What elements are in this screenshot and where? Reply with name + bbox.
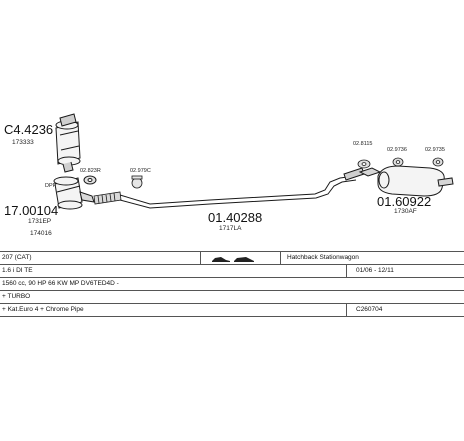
gasket-drawing <box>83 175 97 185</box>
middle-pipe-code: 1717LA <box>219 225 242 232</box>
clamp-number: 02.979C <box>130 168 151 174</box>
body-types: Hatchback Stationwagon <box>287 254 359 261</box>
hanger-1-number: 02.8115 <box>353 141 373 147</box>
gasket-number: 02.823R <box>80 168 101 174</box>
catalytic-converter-drawing <box>55 113 81 173</box>
aspiration: + TURBO <box>2 293 31 300</box>
table-row: 207 (CAT) Hatchback Stationwagon <box>0 251 464 265</box>
table-row: 1560 cc, 90 HP 66 KW MP DV6TED4D - <box>0 278 464 291</box>
hanger-drawings <box>357 157 444 169</box>
table-row: 1.6 i DI TE 01/06 - 12/11 <box>0 265 464 278</box>
clamp-drawing <box>131 175 143 189</box>
middle-pipe-number: 01.40288 <box>208 210 263 225</box>
flex-section-drawing <box>93 191 122 205</box>
front-pipe-code-2: 174016 <box>30 230 52 237</box>
hanger-3-number: 02.9735 <box>425 147 445 153</box>
front-pipe-code-1: 1731EP <box>28 218 52 225</box>
vehicle-info-table: 207 (CAT) Hatchback Stationwagon 1.6 i D… <box>0 251 464 317</box>
production-years: 01/06 - 12/11 <box>356 267 394 274</box>
middle-pipe-drawing <box>119 167 365 209</box>
engine: 1.6 i DI TE <box>2 267 33 274</box>
rear-silencer-drawing <box>358 165 454 197</box>
rear-silencer-code: 1730AF <box>394 208 417 215</box>
exhaust-diagram: C4.4236 173333 DPF 17.00104 1731EP 17401… <box>4 113 454 237</box>
rear-silencer-number: 01.60922 <box>377 194 432 209</box>
kit-code: C260704 <box>356 306 383 313</box>
engine-details: 1560 cc, 90 HP 66 KW MP DV6TED4D - <box>2 280 119 287</box>
table-row: + Kat.Euro 4 + Chrome Pipe C260704 <box>0 304 464 317</box>
exhaust-system-drawing <box>53 113 454 210</box>
dpf-tag: DPF <box>45 183 56 189</box>
front-pipe-drawing <box>53 176 95 210</box>
kit-description: + Kat.Euro 4 + Chrome Pipe <box>2 306 84 313</box>
catalytic-converter-code: 173333 <box>12 139 34 146</box>
car-body-icon <box>210 255 256 266</box>
vehicle-model: 207 (CAT) <box>2 254 32 261</box>
front-pipe-number: 17.00104 <box>4 203 59 218</box>
table-row: + TURBO <box>0 291 464 304</box>
hanger-2-number: 02.9736 <box>387 147 407 153</box>
catalytic-converter-number: C4.4236 <box>4 122 54 137</box>
